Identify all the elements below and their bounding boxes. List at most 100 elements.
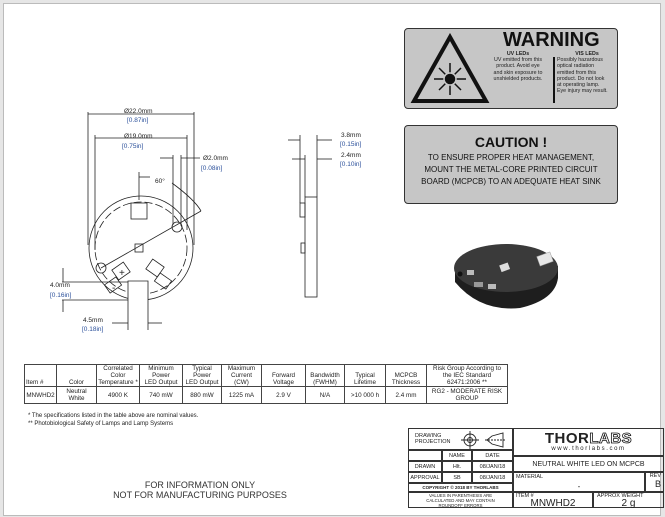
logo-thor: THOR (544, 430, 590, 447)
uv-line: unshielded products. (493, 75, 543, 82)
disclaimer-line-1: FOR INFORMATION ONLY (144, 480, 256, 490)
drawn-label: DRAWN (408, 461, 442, 472)
uv-line: product. Avoid eye (496, 63, 540, 70)
dim-thickness-total: 3.8mm (341, 132, 361, 139)
approval-name: SB (442, 472, 472, 483)
date-header: DATE (472, 450, 513, 461)
footnote-2: ** Photobiological Safety of Lamps and L… (28, 421, 174, 427)
dim-diameter-22-in: [0.87in] (127, 117, 149, 124)
drawn-date: 08/JAN/18 (472, 461, 513, 472)
rev-cell: REV B (645, 472, 664, 492)
values-note: VALUES IN PARENTHESIS ARE CALCULATED AND… (408, 492, 513, 508)
vis-line: optical radiation (557, 63, 595, 70)
uv-line: UV emitted from this (494, 57, 542, 64)
item-cell: ITEM # MNWHD2 (513, 492, 593, 509)
website: www.thorlabs.com (551, 446, 626, 452)
cell-max-current: 1225 mA (221, 386, 262, 404)
dim-diameter-2: Ø2.0mm (203, 155, 228, 162)
dim-notch-width-in: [0.18in] (82, 326, 104, 333)
radiation-warning-icon (410, 33, 490, 103)
vis-line: Possibly hazardous (557, 57, 603, 64)
disclaimer: FOR INFORMATION ONLY NOT FOR MANUFACTURI… (90, 480, 310, 500)
vis-leds-text: VIS LEDs Possibly hazardous optical radi… (557, 51, 617, 94)
warning-label: WARNING UV LEDs UV emitted from this pro… (404, 28, 618, 109)
drawing-projection-label: DRAWING PROJECTION (415, 433, 451, 445)
cell-typ-power: 880 mW (182, 386, 222, 404)
uv-heading: UV LEDs (506, 51, 530, 57)
cell-item: MNWHD2 (24, 386, 57, 404)
rev-label: REV (649, 473, 661, 479)
uv-leds-text: UV LEDs UV emitted from this product. Av… (487, 51, 549, 82)
material-value: - (577, 482, 581, 491)
material-cell: MATERIAL - (513, 472, 645, 492)
vis-heading: VIS LEDs (575, 51, 599, 57)
drawn-name: Hlt. (442, 461, 472, 472)
weight-cell: APPROX WEIGHT 2 g (593, 492, 664, 509)
vis-line: at operating lamp. (557, 82, 600, 89)
copyright: COPYRIGHT © 2018 BY THORLABS (408, 483, 513, 492)
thorlabs-logo: THORLABS www.thorlabs.com (513, 428, 664, 456)
divider (553, 57, 555, 103)
dim-thickness-board-in: [0.10in] (340, 161, 362, 168)
projection-symbol-icon (461, 431, 505, 449)
caution-line: MOUNT THE METAL-CORE PRINTED CIRCUIT (424, 165, 598, 174)
cell-cct: 4900 K (96, 386, 140, 404)
rev-value: B (654, 479, 661, 489)
dim-diameter-22: Ø22.0mm (124, 108, 153, 115)
col-item: Item # (24, 364, 57, 387)
minus-marker: - (112, 283, 115, 294)
approval-label: APPROVAL (408, 472, 442, 483)
disclaimer-line-2: NOT FOR MANUFACTURING PURPOSES (113, 490, 287, 500)
led-3d-render (454, 244, 558, 309)
dim-thickness-total-in: [0.15in] (340, 141, 362, 148)
logo-labs: LABS (589, 430, 633, 447)
uv-line: and skin exposure to (493, 69, 543, 76)
caution-label: CAUTION ! TO ENSURE PROPER HEAT MANAGEME… (404, 125, 618, 204)
item-label: ITEM # (516, 493, 534, 499)
dim-diameter-19: Ø19.0mm (124, 133, 153, 140)
approval-date: 08/JAN/18 (472, 472, 513, 483)
table-row: MNWHD2 Neutral White 4900 K 740 mW 880 m… (24, 386, 508, 404)
dim-angle: 60° (155, 177, 165, 185)
col-color: Color (56, 364, 97, 387)
caution-line: TO ENSURE PROPER HEAT MANAGEMENT, (427, 153, 595, 162)
caution-line: BOARD (MCPCB) TO AN ADEQUATE HEAT SINK (421, 177, 601, 186)
dim-diameter-19-in: [0.75in] (122, 143, 144, 150)
weight-value: 2 g (621, 498, 636, 509)
drawing-title: NEUTRAL WHITE LED ON MCPCB (513, 456, 664, 472)
dim-notch-width: 4.5mm (83, 317, 103, 324)
weight-label: APPROX WEIGHT (597, 493, 644, 499)
dim-notch-height: 4.0mm (50, 282, 70, 289)
dim-diameter-2-in: [0.08in] (201, 165, 223, 172)
plus-marker: + (119, 268, 125, 279)
vis-line: emitted from this (557, 69, 597, 76)
cell-risk-group: RG2 - MODERATE RISK GROUP (426, 386, 508, 404)
cell-forward-voltage: 2.9 V (261, 386, 306, 404)
cell-lifetime: >10 000 h (344, 386, 386, 404)
cell-min-power: 740 mW (139, 386, 183, 404)
side-view-board (304, 196, 318, 298)
dim-notch-height-in: [0.16in] (50, 292, 72, 299)
item-value: MNWHD2 (530, 498, 576, 509)
warning-title: WARNING (503, 29, 600, 51)
vis-line: product. Do not look (557, 75, 605, 82)
name-header: NAME (442, 450, 472, 461)
cell-bandwidth: N/A (305, 386, 345, 404)
technical-drawing: Ø22.0mm [0.87in] Ø19.0mm [0.75in] Ø2.0mm… (50, 108, 362, 333)
title-block: DRAWING PROJECTION NAME DATE DRAWN Hlt. … (408, 428, 664, 509)
caution-title: CAUTION ! (474, 134, 548, 150)
material-label: MATERIAL (516, 474, 544, 480)
footnote-1: * The specifications listed in the table… (28, 413, 199, 419)
vis-line: Eye injury may result. (557, 88, 608, 95)
cell-color: Neutral White (56, 386, 97, 404)
dim-thickness-board: 2.4mm (341, 152, 361, 159)
